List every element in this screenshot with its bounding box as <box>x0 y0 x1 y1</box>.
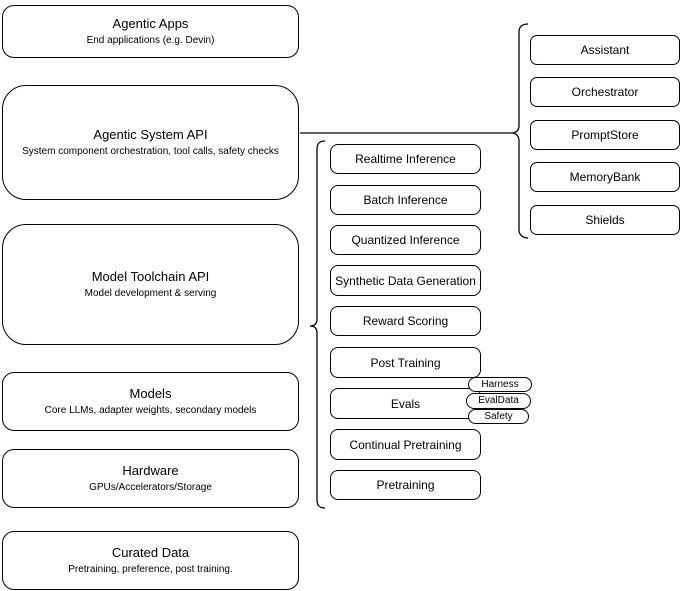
box-label: Post Training <box>370 355 441 370</box>
box-curated-data: Curated Data Pretraining, preference, po… <box>2 531 299 590</box>
box-pretraining: Pretraining <box>330 470 481 500</box>
box-label: Quantized Inference <box>351 233 460 247</box>
box-promptstore: PromptStore <box>530 120 680 150</box>
box-models: Models Core LLMs, adapter weights, secon… <box>2 372 299 431</box>
box-label: PromptStore <box>571 128 639 142</box>
box-title: Curated Data <box>111 545 190 560</box>
box-label: Pretraining <box>376 478 435 492</box>
box-label: Assistant <box>580 43 630 57</box>
box-orchestrator: Orchestrator <box>530 77 680 107</box>
box-title: Agentic Apps <box>112 16 189 31</box>
pill-evaldata: EvalData <box>466 393 531 409</box>
box-realtime-inference: Realtime Inference <box>330 144 481 174</box>
pill-label: EvalData <box>478 395 519 406</box>
box-label: Batch Inference <box>363 193 448 207</box>
box-post-training: Post Training <box>330 347 481 378</box>
box-label: Continual Pretraining <box>349 437 462 452</box>
box-memorybank: MemoryBank <box>530 162 680 192</box>
box-agentic-system-api: Agentic System API System component orch… <box>2 85 299 200</box>
box-quantized-inference: Quantized Inference <box>330 225 481 255</box>
box-subtitle: Model development & serving <box>84 288 217 299</box>
box-label: Realtime Inference <box>355 152 456 166</box>
box-agentic-apps: Agentic Apps End applications (e.g. Devi… <box>2 5 299 58</box>
pill-harness: Harness <box>468 377 532 392</box>
box-batch-inference: Batch Inference <box>330 185 481 215</box>
box-title: Agentic System API <box>93 127 208 142</box>
box-label: Reward Scoring <box>362 314 449 328</box>
box-label: Shields <box>585 213 625 227</box>
box-label: Orchestrator <box>571 85 639 99</box>
box-subtitle: End applications (e.g. Devin) <box>86 35 215 46</box>
box-subtitle: Pretraining, preference, post training. <box>68 564 233 575</box>
toolchain-brace <box>309 140 326 509</box>
pill-label: Safety <box>484 410 513 422</box>
box-label: Synthetic Data Generation <box>335 273 476 288</box>
box-reward-scoring: Reward Scoring <box>330 306 481 336</box>
pill-label: Harness <box>481 378 519 390</box>
box-label: MemoryBank <box>569 170 641 184</box>
box-title: Hardware <box>122 463 179 478</box>
box-synthetic-data-generation: Synthetic Data Generation <box>330 265 481 296</box>
box-title: Model Toolchain API <box>91 269 210 284</box>
box-subtitle: System component orchestration, tool cal… <box>22 146 279 157</box>
box-assistant: Assistant <box>530 35 680 65</box>
system-components-brace <box>511 23 529 239</box>
box-subtitle: GPUs/Accelerators/Storage <box>89 482 212 493</box>
box-model-toolchain-api: Model Toolchain API Model development & … <box>2 224 299 345</box>
box-hardware: Hardware GPUs/Accelerators/Storage <box>2 449 299 508</box>
box-shields: Shields <box>530 205 680 235</box>
box-subtitle: Core LLMs, adapter weights, secondary mo… <box>44 405 257 416</box>
box-evals: Evals <box>330 388 481 419</box>
box-title: Models <box>129 386 172 401</box>
box-label: Evals <box>390 396 421 411</box>
box-continual-pretraining: Continual Pretraining <box>330 429 481 460</box>
pill-safety: Safety <box>468 409 529 424</box>
